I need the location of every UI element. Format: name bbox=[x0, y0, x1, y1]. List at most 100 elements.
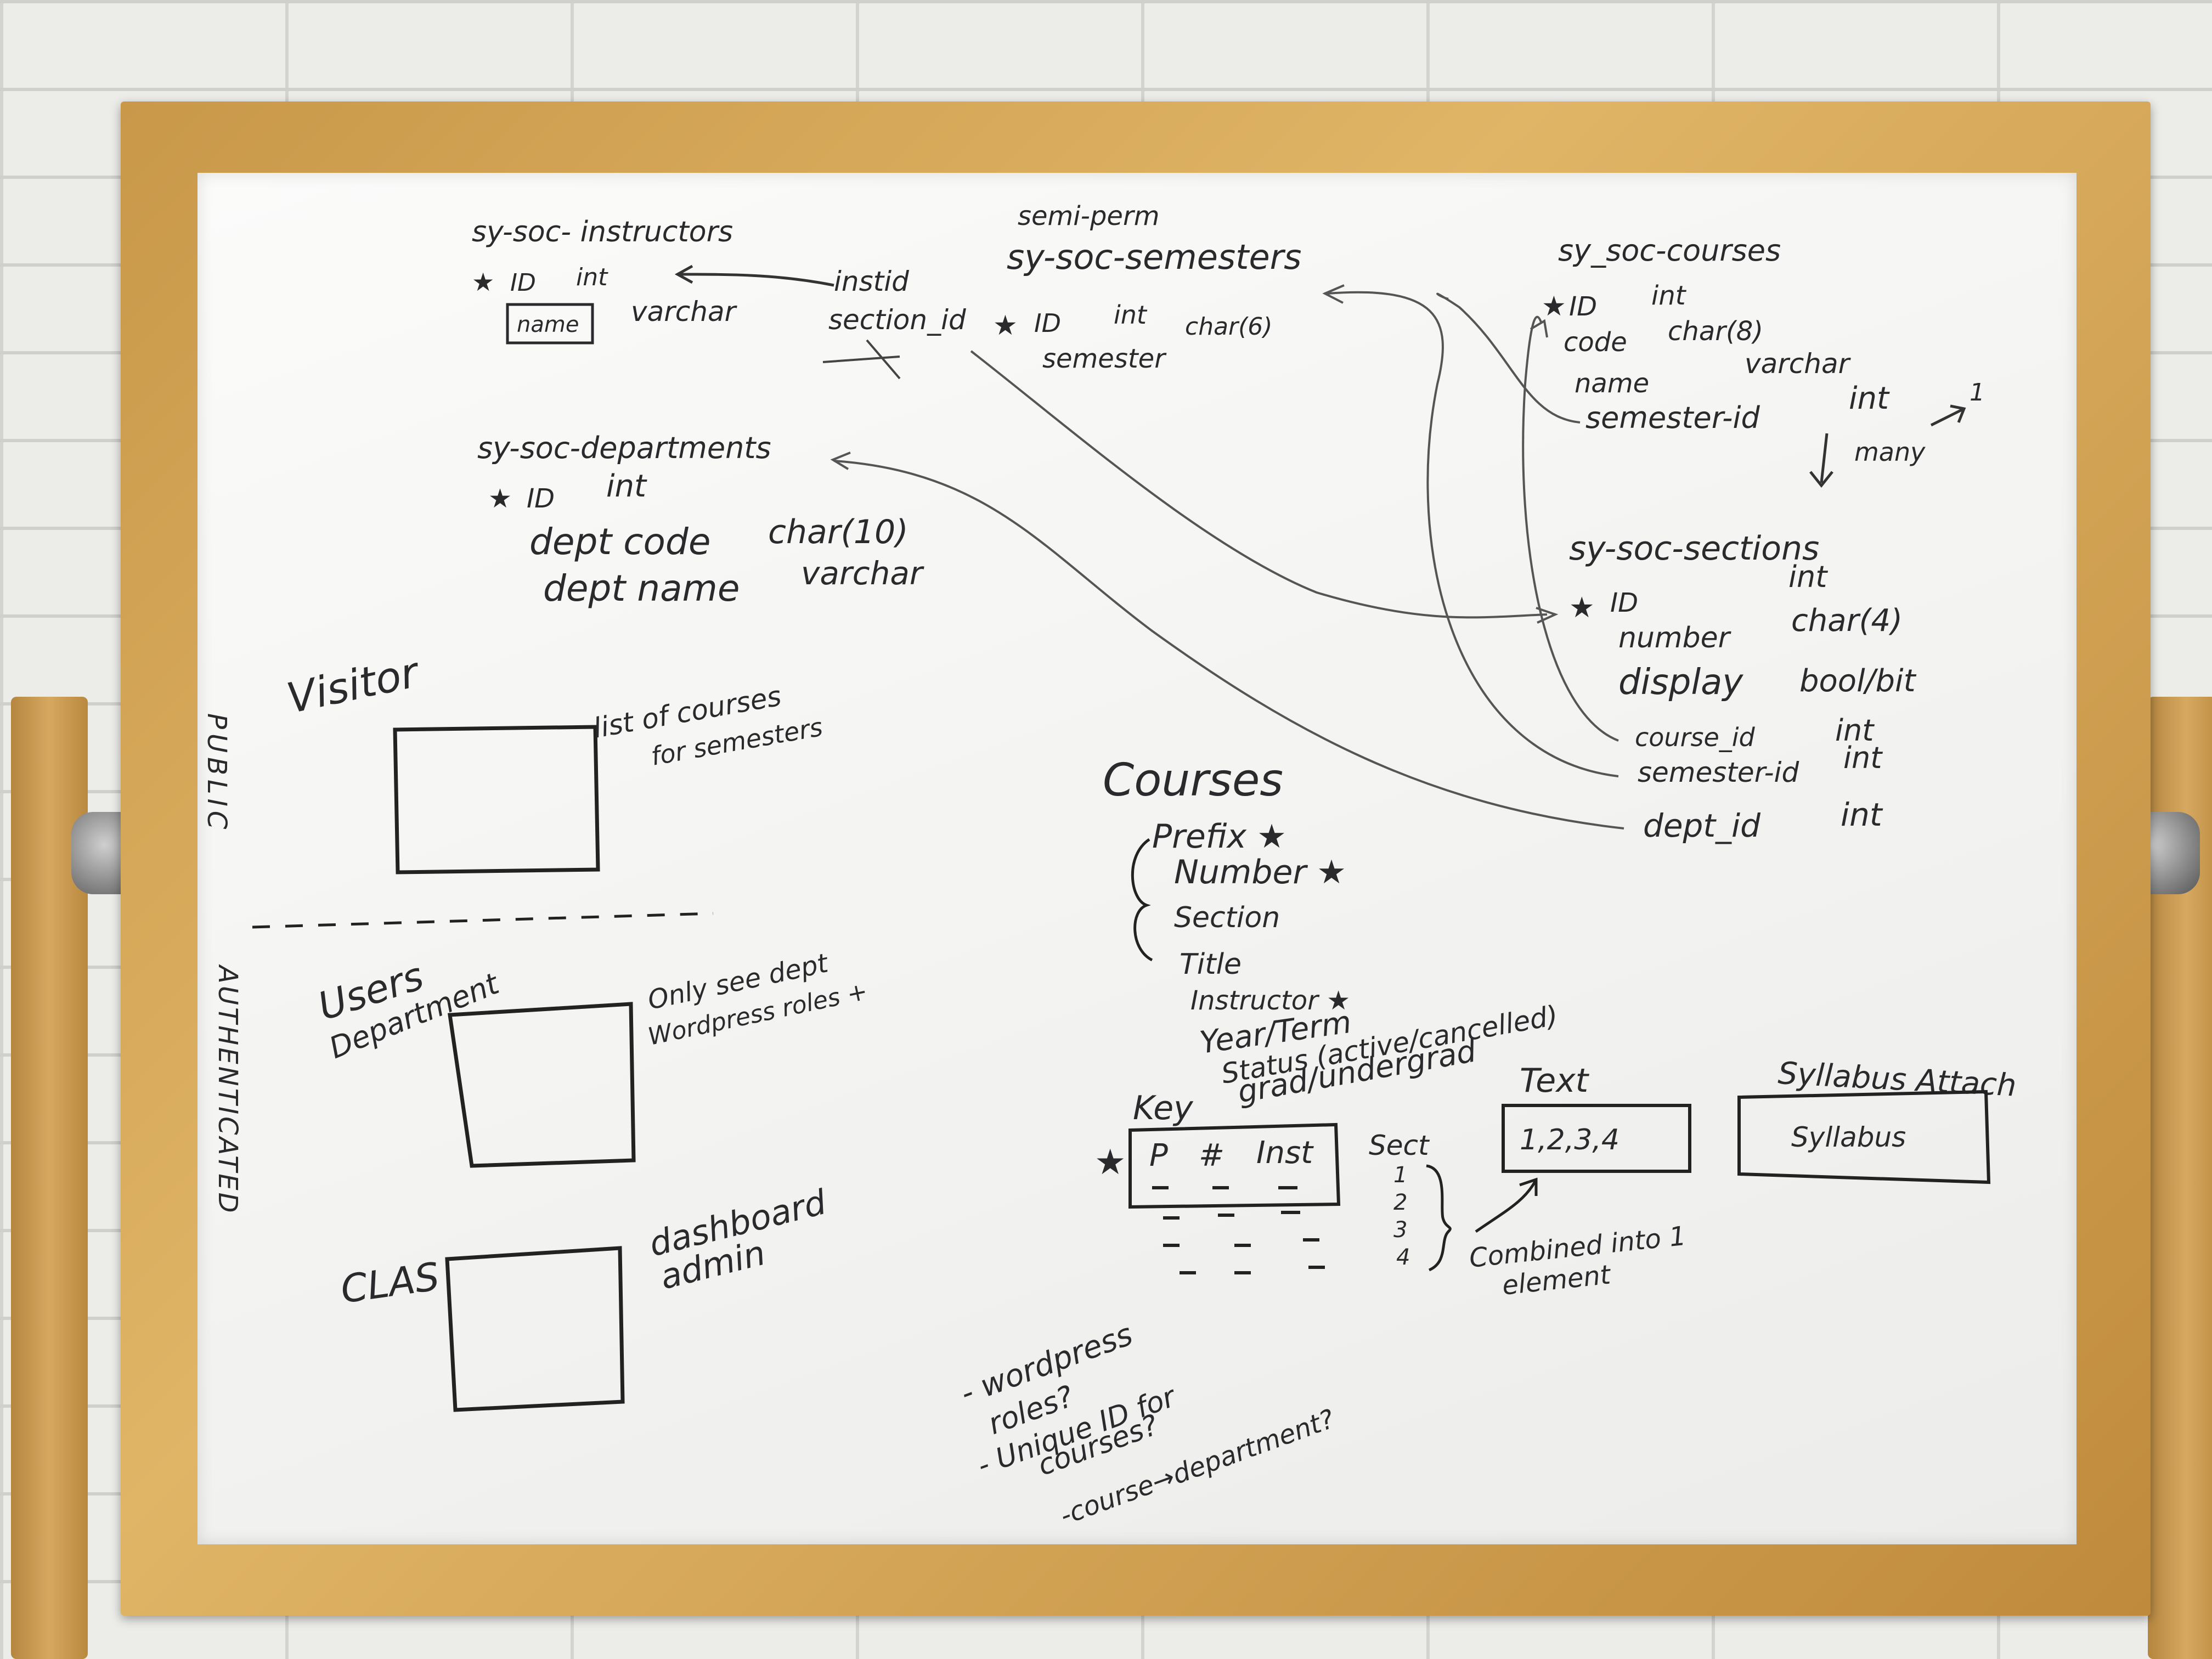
sections-id-key: ★ bbox=[1569, 591, 1595, 624]
text-box bbox=[1502, 1104, 1691, 1173]
rel-dept-id-to-departments bbox=[833, 460, 1624, 830]
syllabus-block: Syllabus Attach Syllabus bbox=[1737, 1056, 2017, 1184]
key-col-hash: # bbox=[1199, 1138, 1224, 1173]
semesters-title: sy-soc-semesters bbox=[1007, 237, 1301, 277]
sect-brace bbox=[1426, 1164, 1452, 1272]
fk-arrow-head bbox=[674, 264, 693, 284]
sections-table: sy-soc-sections ★ ID int number char(4) … bbox=[1569, 529, 1917, 844]
departments-code-type: char(10) bbox=[768, 513, 909, 551]
departments-id: ID bbox=[527, 483, 555, 514]
clas-box bbox=[445, 1246, 625, 1412]
key-star: ★ bbox=[1094, 1142, 1126, 1183]
courses-down-arrow bbox=[1809, 433, 1833, 488]
instructors-table: sy-soc- instructors ★ ID int name varcha… bbox=[472, 216, 738, 345]
questions: - wordpress roles? - Unique ID for cours… bbox=[956, 1317, 1339, 1531]
instructors-id-type: int bbox=[576, 263, 608, 291]
sections-display-type: bool/bit bbox=[1799, 663, 1917, 699]
courses-field-3: Section bbox=[1174, 901, 1280, 934]
instructors-name: name bbox=[517, 312, 579, 337]
courses-field-1: Prefix ★ bbox=[1152, 817, 1286, 856]
sections-course-id: course_id bbox=[1635, 723, 1756, 752]
sections-number-type: char(4) bbox=[1791, 603, 1903, 639]
departments-name-type: varchar bbox=[801, 555, 924, 592]
courses-title: sy_soc-courses bbox=[1558, 233, 1781, 268]
key-dashes bbox=[1152, 1186, 1325, 1274]
public-auth-divider bbox=[252, 912, 714, 929]
text-block: Text 1,2,3,4 bbox=[1502, 1062, 1691, 1173]
sections-semester-id-type: int bbox=[1843, 741, 1883, 775]
department-box bbox=[447, 1002, 636, 1168]
key-col-p: P bbox=[1149, 1138, 1168, 1173]
instructors-name-box bbox=[506, 303, 594, 345]
rel-section-id-to-sections bbox=[970, 350, 1548, 619]
courses-name: name bbox=[1575, 368, 1649, 399]
courses-code: code bbox=[1564, 327, 1627, 358]
sect-item-2: 2 bbox=[1393, 1190, 1407, 1215]
fk-section-id: section_id bbox=[828, 304, 966, 336]
syllabus-box bbox=[1737, 1090, 1991, 1184]
semesters-id-key: ★ bbox=[993, 309, 1018, 341]
fk-note: instid section_id bbox=[674, 264, 966, 380]
courses-fields-brace bbox=[1131, 838, 1153, 962]
sect-item-1: 1 bbox=[1393, 1163, 1407, 1188]
semesters-semester-type: char(6) bbox=[1185, 313, 1272, 341]
sections-dept-id: dept_id bbox=[1643, 807, 1761, 844]
instructors-name-type: varchar bbox=[631, 296, 738, 328]
courses-field-5: Instructor ★ bbox=[1190, 985, 1350, 1016]
text-title: Text bbox=[1520, 1062, 1590, 1100]
instructors-title: sy-soc- instructors bbox=[472, 216, 733, 249]
rel-courses-arrowhead bbox=[1530, 319, 1548, 338]
courses-id-key: ★ bbox=[1542, 290, 1566, 322]
authenticated-label: AUTHENTICATED bbox=[212, 964, 243, 1215]
sections-semester-id: semester-id bbox=[1638, 757, 1799, 788]
instructors-id-key: ★ bbox=[472, 267, 494, 297]
visitor-label: Visitor bbox=[283, 647, 425, 723]
rel-courses-semester-id-to-semesters bbox=[1436, 292, 1581, 424]
departments-code: dept code bbox=[529, 521, 710, 563]
courses-field-4: Title bbox=[1180, 948, 1242, 981]
sect-title: Sect bbox=[1369, 1130, 1430, 1161]
text-value: 1,2,3,4 bbox=[1520, 1124, 1620, 1156]
rel-departments-arrowhead bbox=[830, 452, 851, 470]
courses-relation-many: many bbox=[1854, 437, 1926, 467]
departments-name: dept name bbox=[543, 567, 740, 610]
sect-item-4: 4 bbox=[1396, 1245, 1410, 1270]
sections-display: display bbox=[1618, 662, 1743, 703]
sections-id: ID bbox=[1610, 588, 1638, 618]
sections-title: sy-soc-sections bbox=[1569, 529, 1819, 568]
relationship-lines bbox=[830, 284, 1624, 830]
rel-semesters-arrowhead bbox=[1322, 284, 1345, 304]
courses-relation-one: 1 bbox=[1970, 379, 1985, 407]
courses-code-type: char(8) bbox=[1668, 316, 1763, 347]
sections-number: number bbox=[1618, 622, 1732, 654]
semesters-note: semi-perm bbox=[1018, 201, 1159, 232]
instructors-id: ID bbox=[510, 269, 536, 297]
whiteboard bbox=[198, 173, 2076, 1544]
key-box bbox=[1128, 1122, 1341, 1209]
semesters-semester: semester bbox=[1042, 343, 1167, 374]
courses-semester-id-type: int bbox=[1849, 381, 1890, 416]
courses-relation-arrow bbox=[1930, 404, 1966, 427]
departments-table: sy-soc-departments ★ ID int dept code ch… bbox=[477, 431, 924, 610]
visitor-box bbox=[393, 725, 600, 874]
rel-semester-id-to-semesters bbox=[1327, 291, 1619, 777]
departments-id-key: ★ bbox=[488, 483, 512, 514]
semesters-id-type: int bbox=[1114, 300, 1148, 330]
sections-dept-id-type: int bbox=[1841, 796, 1883, 833]
clas-label: CLAS bbox=[338, 1254, 442, 1312]
courses-table: sy_soc-courses ★ ID int code char(8) nam… bbox=[1542, 233, 1985, 488]
sect-arrow bbox=[1475, 1177, 1538, 1233]
fk-instid: instid bbox=[834, 266, 909, 297]
courses-fields-title: Courses bbox=[1103, 754, 1283, 806]
sect-item-3: 3 bbox=[1393, 1217, 1407, 1243]
courses-id: ID bbox=[1569, 291, 1597, 322]
courses-fields: Courses Prefix ★ Number ★ Section Title … bbox=[1103, 754, 1560, 1110]
departments-title: sy-soc-departments bbox=[477, 431, 771, 465]
courses-semester-id: semester-id bbox=[1585, 400, 1760, 435]
sections-id-type: int bbox=[1788, 560, 1828, 594]
key-title: Key bbox=[1133, 1089, 1194, 1127]
syllabus-value: Syllabus bbox=[1791, 1121, 1906, 1153]
courses-id-type: int bbox=[1651, 280, 1687, 311]
public-label: PUBLIC bbox=[201, 713, 232, 833]
